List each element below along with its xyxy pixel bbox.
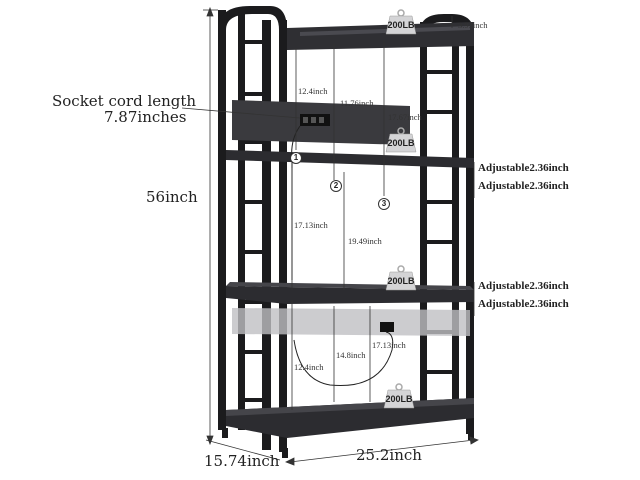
weight-icon xyxy=(383,383,415,409)
socket-cord-label: Socket cord length xyxy=(52,92,197,110)
marker-2: 2 xyxy=(330,180,342,192)
middle-shelf xyxy=(226,286,474,304)
dimension-lines xyxy=(181,6,479,466)
weight-icon xyxy=(385,265,417,291)
weight-badge-bottom: 200LB xyxy=(382,382,416,410)
depth-dimension: 15.74inch xyxy=(204,452,280,470)
dim-12-4-top: 12.4inch xyxy=(298,86,328,96)
dim-19-49: 19.49inch xyxy=(348,236,382,246)
weight-badge-middle: 200LB xyxy=(384,264,418,292)
top-shelf xyxy=(287,22,474,50)
weight-capacity-text: 200LB xyxy=(387,20,415,30)
adjustable-label-2: Adjustable2.36inch xyxy=(478,180,569,192)
lower-panel xyxy=(232,308,470,336)
height-dimension: 56inch xyxy=(146,188,198,206)
top-gap-dimension: 3.93inch xyxy=(458,20,488,30)
weight-badge-second: 200LB xyxy=(384,126,418,154)
marker-1: 1 xyxy=(290,152,302,164)
adjustable-label-3: Adjustable2.36inch xyxy=(478,280,569,292)
weight-icon xyxy=(385,127,417,153)
adjustable-label-4: Adjustable2.36inch xyxy=(478,298,569,310)
dim-11-76: 11.76inch xyxy=(340,98,374,108)
weight-capacity-text: 200LB xyxy=(387,138,415,148)
weight-badge-top: 200LB xyxy=(384,8,418,36)
weight-capacity-text: 200LB xyxy=(387,276,415,286)
socket-cord-value: 7.87inches xyxy=(104,108,187,126)
second-shelf xyxy=(226,150,474,168)
weight-icon xyxy=(385,9,417,35)
marker-3: 3 xyxy=(378,198,390,210)
shelf-frame xyxy=(218,6,474,458)
dim-12-4-low: 12.4inch xyxy=(294,362,324,372)
dim-17-67: 17.67inch xyxy=(388,112,422,122)
dim-14-8: 14.8inch xyxy=(336,350,366,360)
lower-socket xyxy=(380,322,394,332)
weight-capacity-text: 200LB xyxy=(385,394,413,404)
adjustable-label-1: Adjustable2.36inch xyxy=(478,162,569,174)
width-dimension: 25.2inch xyxy=(356,446,422,464)
dim-17-13-low: 17.13inch xyxy=(372,340,406,350)
dim-17-13-mid: 17.13inch xyxy=(294,220,328,230)
